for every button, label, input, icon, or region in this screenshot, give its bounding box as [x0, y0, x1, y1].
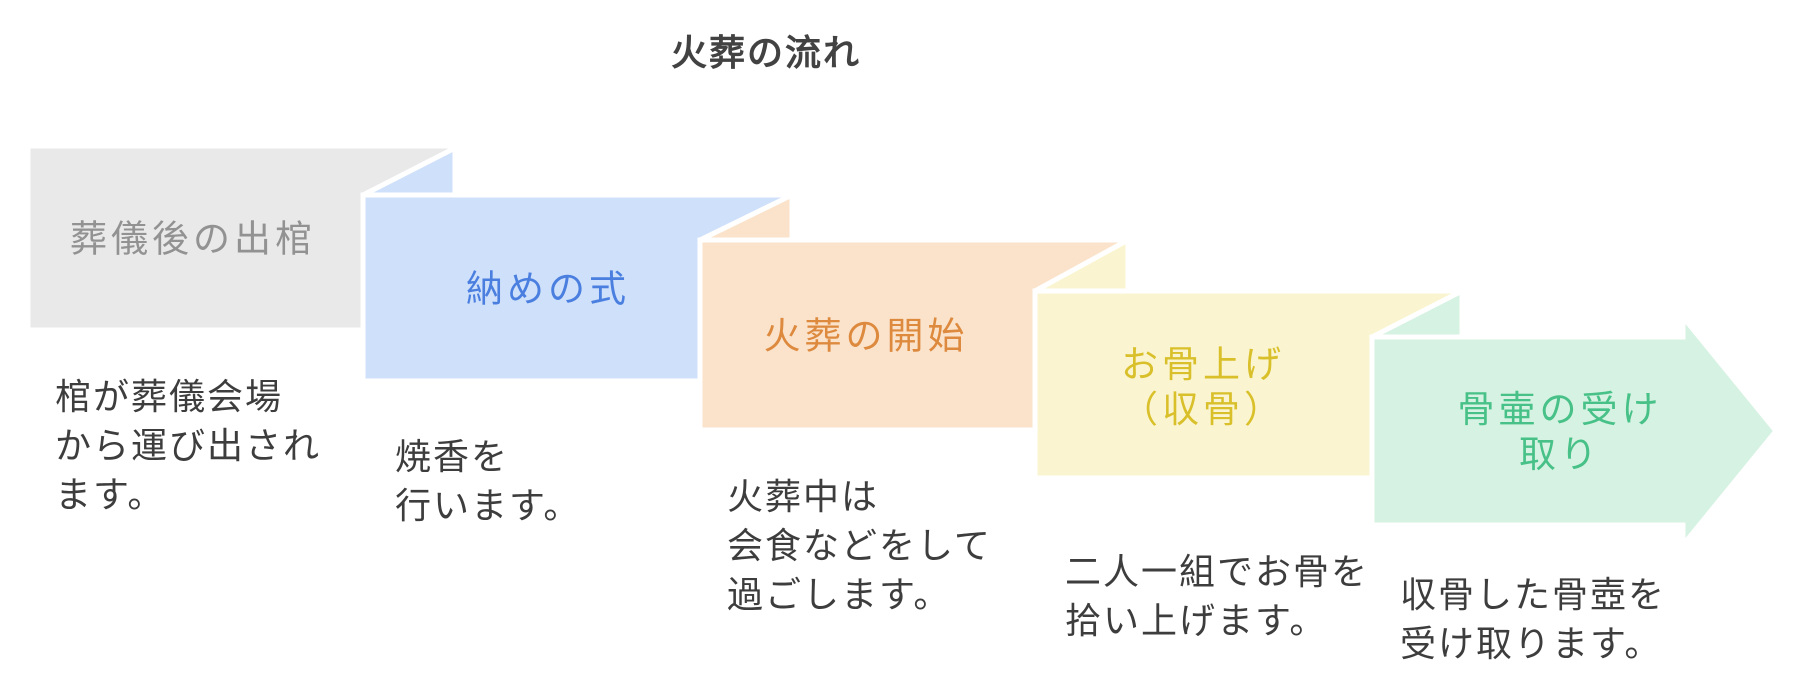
page-title: 火葬の流れ [670, 32, 862, 73]
step-3-description: 火葬中は 会食などをして 過ごします。 [727, 476, 992, 615]
step-2-description: 焼香を 行います。 [395, 436, 582, 526]
step-4-label: お骨上げ （収骨） [1121, 344, 1285, 430]
step-1-description: 棺が葬儀会場 から運び出され ます。 [55, 376, 322, 515]
step-5-arrow [1369, 309, 1780, 553]
step-3-label: 火葬の開始 [763, 315, 969, 357]
step-4-description: 二人一組でお骨を 拾い上げます。 [1065, 551, 1370, 641]
step-5-description: 収骨した骨壺を 受け取ります。 [1400, 574, 1667, 664]
step-1-label: 葬儀後の出棺 [70, 218, 316, 260]
step-2-label: 納めの式 [466, 268, 630, 310]
step-5-label: 骨壷の受け取り [1457, 389, 1663, 475]
